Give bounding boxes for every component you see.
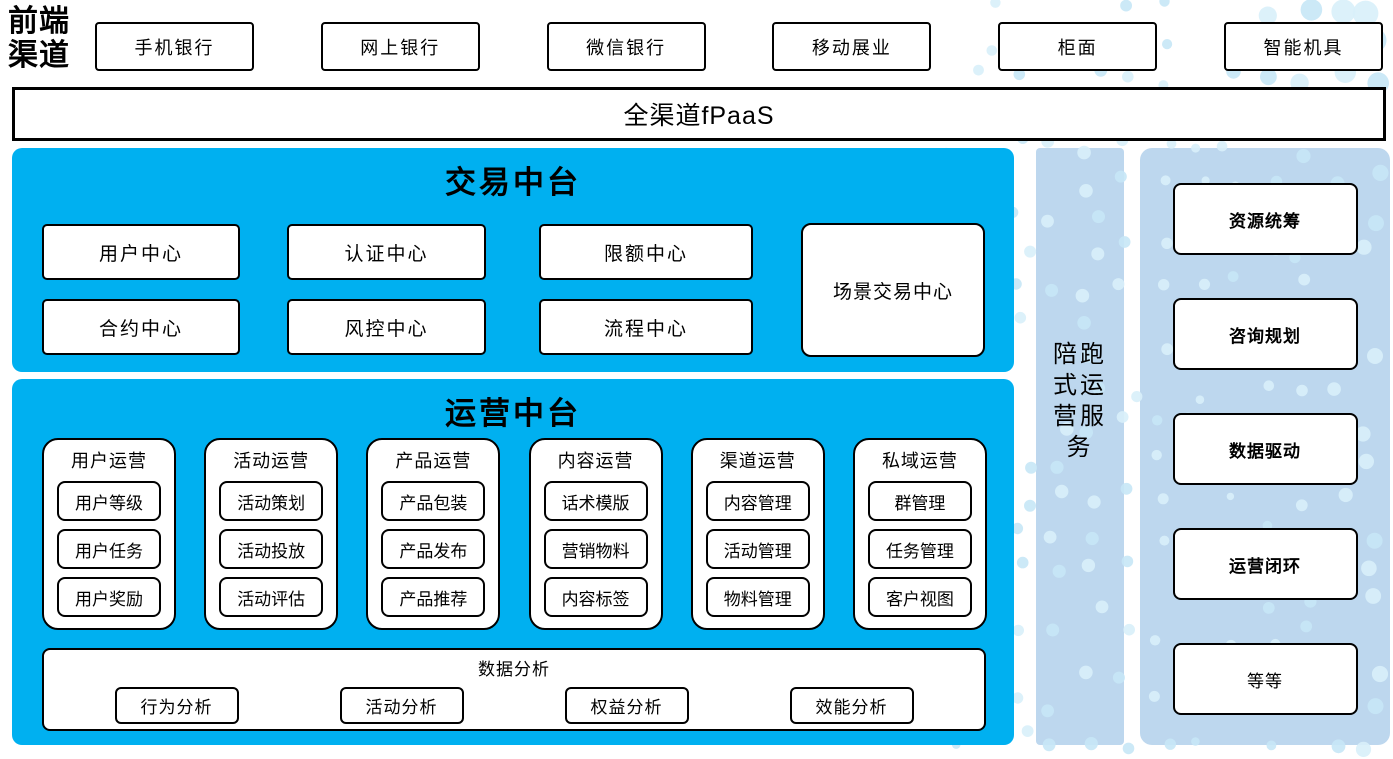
operation-item-box: 内容标签	[543, 577, 648, 617]
side-service-label: 陪跑式运营服务	[1053, 340, 1107, 461]
channel-box: 网上银行	[320, 22, 480, 71]
center-box: 流程中心	[539, 299, 753, 355]
frontend-channels-row: 手机银行 网上银行 微信银行 移动展业 柜面 智能机具	[95, 22, 1383, 71]
center-box: 风控中心	[287, 299, 486, 355]
data-analysis-items-row: 行为分析 活动分析 权益分析 效能分析	[44, 687, 984, 724]
data-analysis-container: 数据分析 行为分析 活动分析 权益分析 效能分析	[42, 648, 986, 731]
operation-item-box: 活动投放	[219, 529, 324, 569]
operation-group-title: 用户运营	[71, 451, 147, 471]
operation-item-box: 内容管理	[705, 481, 810, 521]
center-box: 合约中心	[42, 299, 240, 355]
operation-item-box: 活动评估	[219, 577, 324, 617]
operation-item-box: 产品推荐	[381, 577, 486, 617]
right-panel-services: 资源统筹咨询规划数据驱动运营闭环等等	[1140, 148, 1390, 745]
operation-item-box: 用户奖励	[57, 577, 161, 617]
operation-group-title: 内容运营	[557, 451, 634, 471]
operation-group-card: 活动运营活动策划活动投放活动评估	[204, 438, 339, 630]
service-box: 咨询规划	[1172, 298, 1358, 370]
fpaas-label: 全渠道fPaaS	[623, 102, 775, 130]
transaction-platform-title: 交易中台	[445, 165, 581, 200]
operation-item-box: 任务管理	[867, 529, 972, 569]
channel-box: 手机银行	[95, 22, 254, 71]
analysis-item-box: 效能分析	[789, 687, 914, 724]
side-service-strip-background	[1036, 148, 1124, 745]
service-box: 运营闭环	[1172, 528, 1358, 600]
operation-group-card: 用户运营用户等级用户任务用户奖励	[42, 438, 176, 630]
center-box: 限额中心	[539, 224, 753, 280]
center-box: 用户中心	[42, 224, 240, 280]
operation-group-card: 产品运营产品包装产品发布产品推荐	[366, 438, 501, 630]
operation-group-title: 渠道运营	[719, 451, 796, 471]
service-box: 等等	[1172, 643, 1358, 715]
operation-item-box: 话术模版	[543, 481, 648, 521]
channel-box: 移动展业	[772, 22, 932, 71]
fpaas-bar: 全渠道fPaaS	[12, 87, 1386, 141]
operation-group-card: 渠道运营内容管理活动管理物料管理	[690, 438, 825, 630]
operation-item-box: 群管理	[867, 481, 972, 521]
channel-box: 微信银行	[546, 22, 706, 71]
channel-box: 智能机具	[1223, 22, 1383, 71]
operation-item-box: 营销物料	[543, 529, 648, 569]
analysis-item-box: 行为分析	[114, 687, 239, 724]
analysis-item-box: 权益分析	[564, 687, 689, 724]
operation-group-title: 活动运营	[233, 451, 310, 471]
scene-transaction-center-box: 场景交易中心	[801, 223, 985, 357]
analysis-item-box: 活动分析	[339, 687, 464, 724]
operation-item-box: 客户视图	[867, 577, 972, 617]
data-analysis-title: 数据分析	[478, 660, 550, 679]
frontend-channels-label: 前端渠道	[8, 5, 70, 72]
operations-platform-title: 运营中台	[445, 396, 581, 431]
operation-item-box: 产品发布	[381, 529, 486, 569]
service-box: 资源统筹	[1172, 183, 1358, 255]
side-service-strip: 陪跑式运营服务	[1036, 148, 1124, 745]
operation-group-card: 私域运营群管理任务管理客户视图	[852, 438, 987, 630]
service-box: 数据驱动	[1172, 413, 1358, 485]
channel-box: 柜面	[998, 22, 1158, 71]
operation-item-box: 活动策划	[219, 481, 324, 521]
operation-item-box: 活动管理	[705, 529, 810, 569]
operation-item-box: 用户任务	[57, 529, 161, 569]
operation-group-title: 私域运营	[881, 451, 958, 471]
operation-group-title: 产品运营	[395, 451, 472, 471]
operation-item-box: 物料管理	[705, 577, 810, 617]
center-box: 认证中心	[287, 224, 486, 280]
transaction-platform-section: 交易中台 用户中心认证中心限额中心合约中心风控中心流程中心 场景交易中心	[12, 148, 1014, 372]
operation-item-box: 用户等级	[57, 481, 161, 521]
operation-groups-row: 用户运营用户等级用户任务用户奖励活动运营活动策划活动投放活动评估产品运营产品包装…	[42, 438, 987, 630]
operation-item-box: 产品包装	[381, 481, 486, 521]
operation-group-card: 内容运营话术模版营销物料内容标签	[528, 438, 663, 630]
operations-platform-section: 运营中台 用户运营用户等级用户任务用户奖励活动运营活动策划活动投放活动评估产品运…	[12, 379, 1014, 745]
